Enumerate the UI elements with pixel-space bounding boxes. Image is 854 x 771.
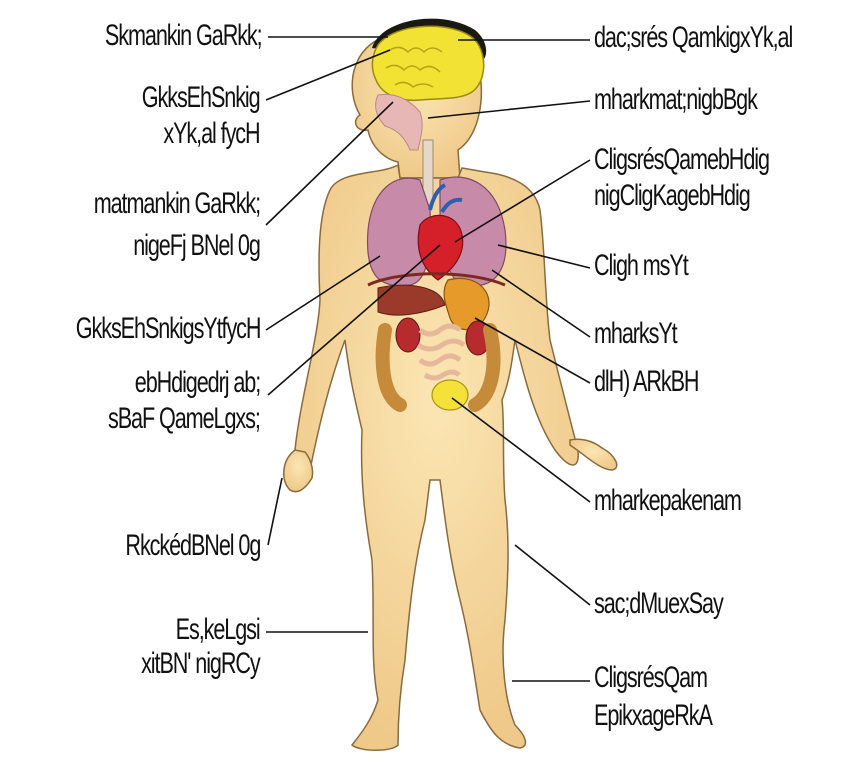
brain [372,26,483,100]
leader-muscle [515,545,590,605]
label-vessels-line1: CligsrésQam [594,660,707,696]
label-kidney-line1: ebHdigedrj ab; [135,365,260,401]
label-leg-line1: Es,keLgsi [176,612,260,648]
label-stomach-left: GkksEhSnkigsYtfycH [75,311,260,347]
label-pharynx-line1: GkksEhSnkig [142,80,260,116]
label-brain-right: dac;srés QamkigxYk,al [594,20,792,56]
label-vessels-line2: EpikxageRkA [594,698,712,734]
label-leg-line2: xitBN' nigRCy [141,646,260,682]
label-hand: RkckédBNel 0g [125,528,260,564]
label-liver: mharksYt [594,316,677,352]
label-pharynx-line2: xYk,al fycH [164,116,260,152]
label-kidney-line2: sBaF QameLgxs; [108,401,260,437]
left-kidney [396,318,420,352]
label-eye-nerve-line2: nigeFj BNel 0g [133,228,260,264]
label-stomach: dlH) ARkBH [594,364,698,400]
label-trachea: mharkmat;nigbBgk [594,82,757,118]
label-heart-line2: nigCligKagebHdig [594,178,750,214]
label-lungs: Cligh msYt [594,248,688,284]
label-heart-line1: CligsrésQamebHdig [594,142,769,178]
label-bladder: mharkepakenam [594,483,741,519]
label-brain-left: Skmankin GaRkk; [105,18,262,54]
label-muscle: sac;dMuexSay [594,586,723,622]
label-eye-nerve-line1: matmankin GaRkk; [94,186,260,222]
leader-hand [268,478,282,545]
